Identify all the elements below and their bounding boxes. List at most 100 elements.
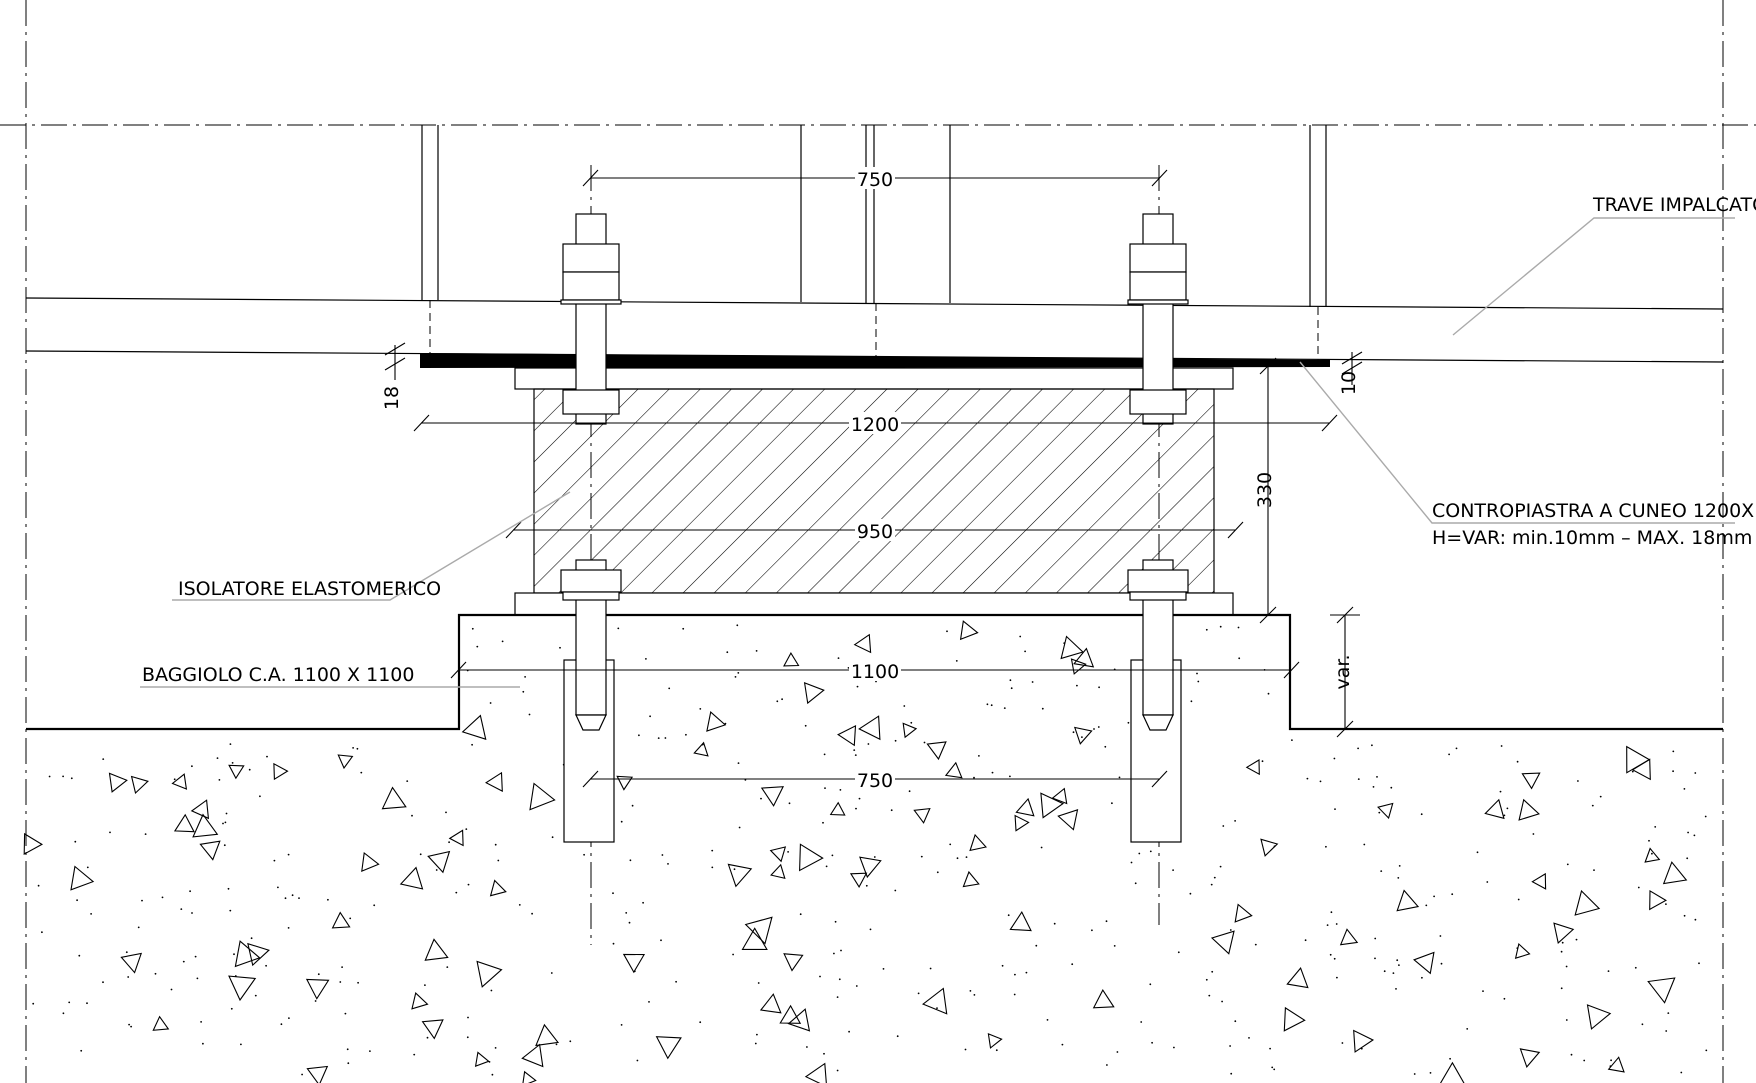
aggregate-dot bbox=[248, 768, 251, 771]
aggregate-dot bbox=[955, 660, 958, 662]
aggregate-dot bbox=[1395, 988, 1397, 990]
aggregate-dot bbox=[1326, 924, 1329, 926]
aggregate-dot bbox=[352, 747, 354, 749]
aggregate-dot bbox=[1222, 825, 1225, 827]
aggregate-dot bbox=[1238, 657, 1241, 660]
aggregate-dot bbox=[1149, 983, 1152, 986]
aggregate-dot bbox=[1189, 892, 1192, 895]
aggregate-triangle bbox=[476, 960, 503, 988]
aggregate-dot bbox=[1230, 1072, 1233, 1075]
aggregate-dot bbox=[929, 967, 932, 970]
aggregate-dot bbox=[229, 909, 232, 912]
aggregate-dot bbox=[501, 640, 504, 643]
aggregate-dot bbox=[298, 897, 300, 899]
aggregate-triangle bbox=[173, 813, 195, 833]
aggregate-dot bbox=[1439, 935, 1442, 937]
aggregate-dot bbox=[424, 984, 426, 986]
aggregate-dot bbox=[1261, 760, 1264, 763]
aggregate-dot bbox=[1575, 938, 1578, 941]
aggregate-dot bbox=[1001, 964, 1004, 967]
aggregate-dot bbox=[194, 955, 197, 958]
aggregate-dot bbox=[1599, 795, 1602, 798]
aggregate-dot bbox=[822, 821, 824, 824]
aggregate-dot bbox=[657, 737, 660, 739]
aggregate-dot bbox=[908, 790, 911, 793]
aggregate-dot bbox=[1197, 680, 1200, 683]
aggregate-triangle bbox=[913, 807, 931, 824]
aggregate-dot bbox=[836, 1069, 839, 1072]
aggregate-dot bbox=[620, 1024, 623, 1026]
aggregate-dot bbox=[890, 809, 893, 812]
dim-anchor-spacing-bottom: 750 bbox=[857, 770, 893, 792]
aggregate-dot bbox=[223, 844, 226, 847]
girder bbox=[25, 125, 1724, 363]
aggregate-dot bbox=[1667, 1012, 1670, 1014]
aggregate-dot bbox=[222, 822, 224, 825]
aggregate-dot bbox=[1053, 922, 1056, 925]
aggregate-dot bbox=[86, 866, 89, 869]
aggregate-triangle bbox=[130, 775, 149, 795]
aggregate-triangle bbox=[411, 992, 429, 1010]
aggregate-dot bbox=[787, 851, 789, 853]
label-trave-impalcato: TRAVE IMPALCATO bbox=[1592, 194, 1756, 216]
aggregate-dot bbox=[1565, 965, 1568, 968]
aggregate-triangle bbox=[655, 1036, 682, 1060]
aggregate-dot bbox=[218, 779, 221, 781]
aggregate-dot bbox=[130, 1025, 133, 1028]
aggregate-triangle bbox=[693, 741, 709, 757]
aggregate-dot bbox=[1098, 686, 1100, 689]
aggregate-dot bbox=[1593, 869, 1595, 871]
aggregate-dot bbox=[781, 698, 783, 701]
aggregate-dot bbox=[1686, 857, 1689, 860]
aggregate-dot bbox=[1425, 904, 1428, 907]
aggregate-dot bbox=[32, 1002, 35, 1005]
dim-anchor-spacing-top: 750 bbox=[857, 169, 893, 191]
aggregate-dot bbox=[191, 765, 193, 768]
aggregate-dot bbox=[1680, 1071, 1683, 1074]
aggregate-dot bbox=[1234, 820, 1236, 822]
aggregate-dot bbox=[1698, 962, 1700, 965]
aggregate-dot bbox=[471, 627, 474, 630]
aggregate-triangle bbox=[306, 1065, 329, 1083]
aggregate-dot bbox=[141, 899, 143, 902]
aggregate-dot bbox=[1046, 1019, 1049, 1021]
aggregate-dot bbox=[1634, 966, 1637, 969]
aggregate-dot bbox=[1273, 1068, 1276, 1071]
aggregate-triangle bbox=[1644, 847, 1661, 863]
aggregate-dot bbox=[685, 733, 687, 736]
aggregate-dot bbox=[848, 1030, 850, 1033]
aggregate-dot bbox=[1211, 970, 1214, 973]
aggregate-triangle bbox=[1413, 951, 1435, 975]
aggregate-dot bbox=[1665, 1030, 1668, 1032]
leader-lines bbox=[140, 217, 1735, 688]
aggregate-dot bbox=[1398, 964, 1400, 966]
aggregate-dot bbox=[804, 724, 807, 727]
aggregate-dot bbox=[1683, 788, 1686, 790]
aggregate-triangle bbox=[1014, 814, 1030, 832]
aggregate-triangle bbox=[1396, 889, 1420, 912]
aggregate-dot bbox=[949, 843, 952, 846]
aggregate-dot bbox=[660, 939, 662, 942]
aggregate-dot bbox=[711, 849, 714, 852]
aggregate-dot bbox=[583, 853, 585, 856]
aggregate-triangle bbox=[1626, 745, 1651, 774]
aggregate-dot bbox=[978, 755, 980, 757]
aggregate-triangle bbox=[837, 724, 857, 747]
aggregate-dot bbox=[196, 977, 199, 980]
aggregate-dot bbox=[1516, 760, 1519, 763]
aggregate-dot bbox=[628, 921, 631, 924]
aggregate-triangle bbox=[1057, 808, 1079, 831]
aggregate-dot bbox=[1420, 813, 1423, 816]
aggregate-dot bbox=[1116, 1051, 1119, 1053]
aggregate-dot bbox=[1267, 692, 1270, 695]
aggregate-triangle bbox=[804, 1062, 827, 1083]
aggregate-dot bbox=[1455, 747, 1458, 750]
aggregate-dot bbox=[754, 1042, 757, 1045]
aggregate-dot bbox=[518, 904, 521, 906]
aggregate-dot bbox=[1517, 898, 1520, 901]
concrete-aggregate bbox=[23, 620, 1708, 1083]
aggregate-dot bbox=[855, 807, 857, 810]
aggregate-dot bbox=[476, 645, 479, 648]
aggregate-dot bbox=[638, 734, 640, 737]
